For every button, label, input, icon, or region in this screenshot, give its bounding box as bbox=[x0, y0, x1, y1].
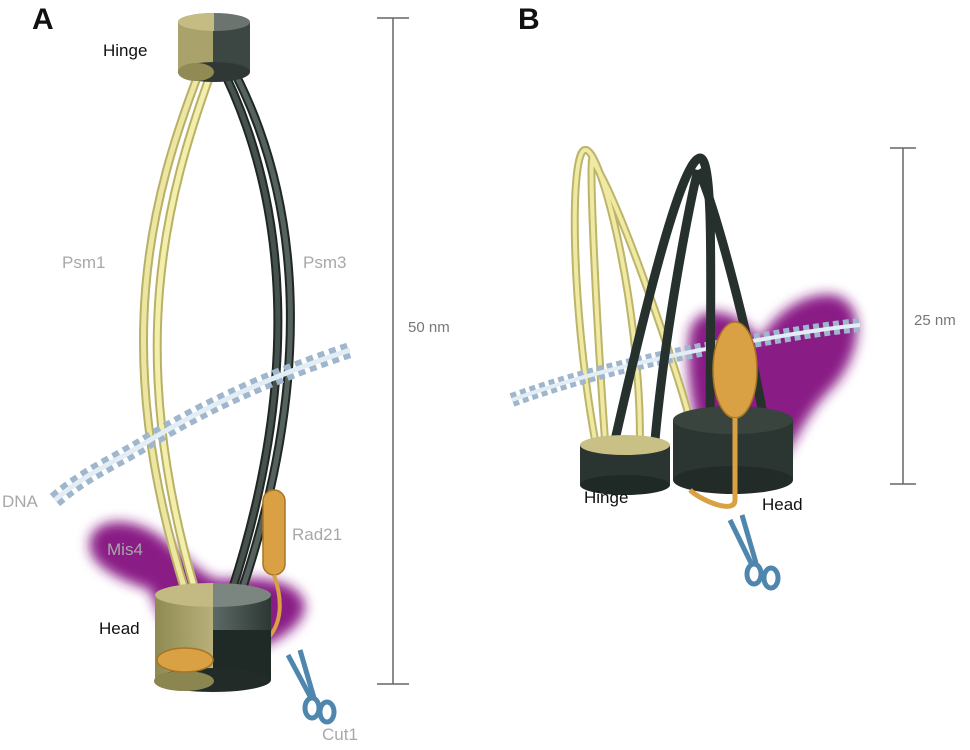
scale-bar-a bbox=[377, 17, 409, 685]
scale-label-a: 50 nm bbox=[408, 319, 450, 336]
dna-helix-a bbox=[49, 342, 353, 507]
label-hinge-a: Hinge bbox=[103, 41, 148, 60]
label-rad21: Rad21 bbox=[292, 525, 343, 544]
label-head-b: Head bbox=[762, 495, 803, 514]
label-head-a: Head bbox=[99, 619, 140, 638]
scale-bar-b bbox=[890, 147, 916, 485]
rad21-rod bbox=[262, 489, 286, 576]
hinge-domain-b bbox=[580, 435, 670, 495]
label-psm1: Psm1 bbox=[62, 253, 106, 272]
dna-helix-b bbox=[509, 318, 861, 407]
rad21-b bbox=[712, 321, 758, 419]
hinge-domain-a bbox=[178, 13, 250, 82]
psm3-loop bbox=[610, 153, 770, 441]
scissors-icon-b bbox=[727, 514, 781, 591]
scissors-icon-a bbox=[285, 649, 337, 725]
label-psm3: Psm3 bbox=[303, 253, 347, 272]
label-dna: DNA bbox=[2, 492, 38, 511]
panel-a-letter: A bbox=[32, 3, 54, 36]
panel-b-letter: B bbox=[518, 3, 540, 36]
panel-a-illustration bbox=[49, 13, 409, 725]
label-cut1: Cut1 bbox=[322, 725, 358, 744]
label-hinge-b: Hinge bbox=[584, 488, 629, 507]
label-mis4: Mis4 bbox=[107, 540, 143, 559]
head-domain-a bbox=[154, 583, 271, 692]
panel-b-illustration bbox=[509, 146, 916, 591]
scale-label-b: 25 nm bbox=[914, 312, 956, 329]
